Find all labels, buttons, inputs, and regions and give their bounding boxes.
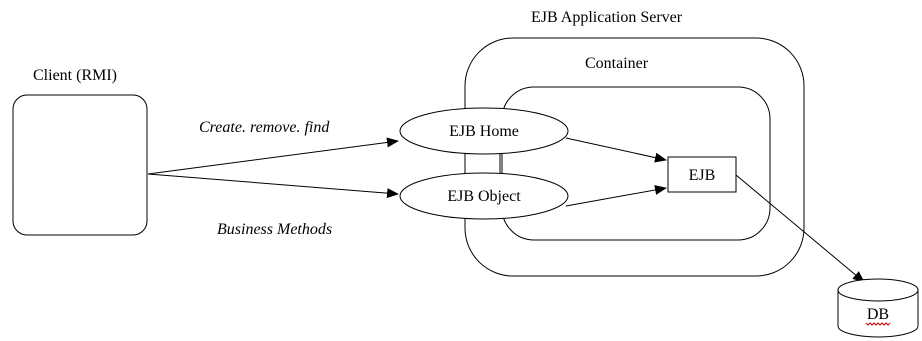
arrow-client-to-object	[147, 173, 399, 199]
arrow-object-to-ejb	[565, 185, 667, 207]
client-label: Client (RMI)	[33, 67, 117, 84]
arrow-client-to-home	[147, 137, 399, 175]
db-cylinder	[837, 278, 919, 338]
app-server-title: EJB Application Server	[531, 9, 683, 26]
db-label: DB	[867, 306, 889, 323]
ejb-object-node	[399, 172, 569, 220]
arrow-home-to-ejb	[565, 137, 667, 163]
create-remove-find-label: Create. remove. find	[199, 119, 330, 136]
client-box	[12, 94, 148, 236]
ejb-object-label: EJB Object	[447, 188, 521, 205]
spellcheck-underline	[865, 322, 891, 326]
ejb-label: EJB	[689, 167, 716, 184]
business-methods-label: Business Methods	[217, 221, 332, 238]
ejb-box	[667, 156, 737, 193]
arrow-ejb-to-db	[735, 174, 865, 283]
ejb-home-node	[399, 107, 569, 155]
container-box	[501, 86, 771, 241]
container-label: Container	[585, 55, 649, 72]
ejb-home-label: EJB Home	[449, 123, 519, 140]
